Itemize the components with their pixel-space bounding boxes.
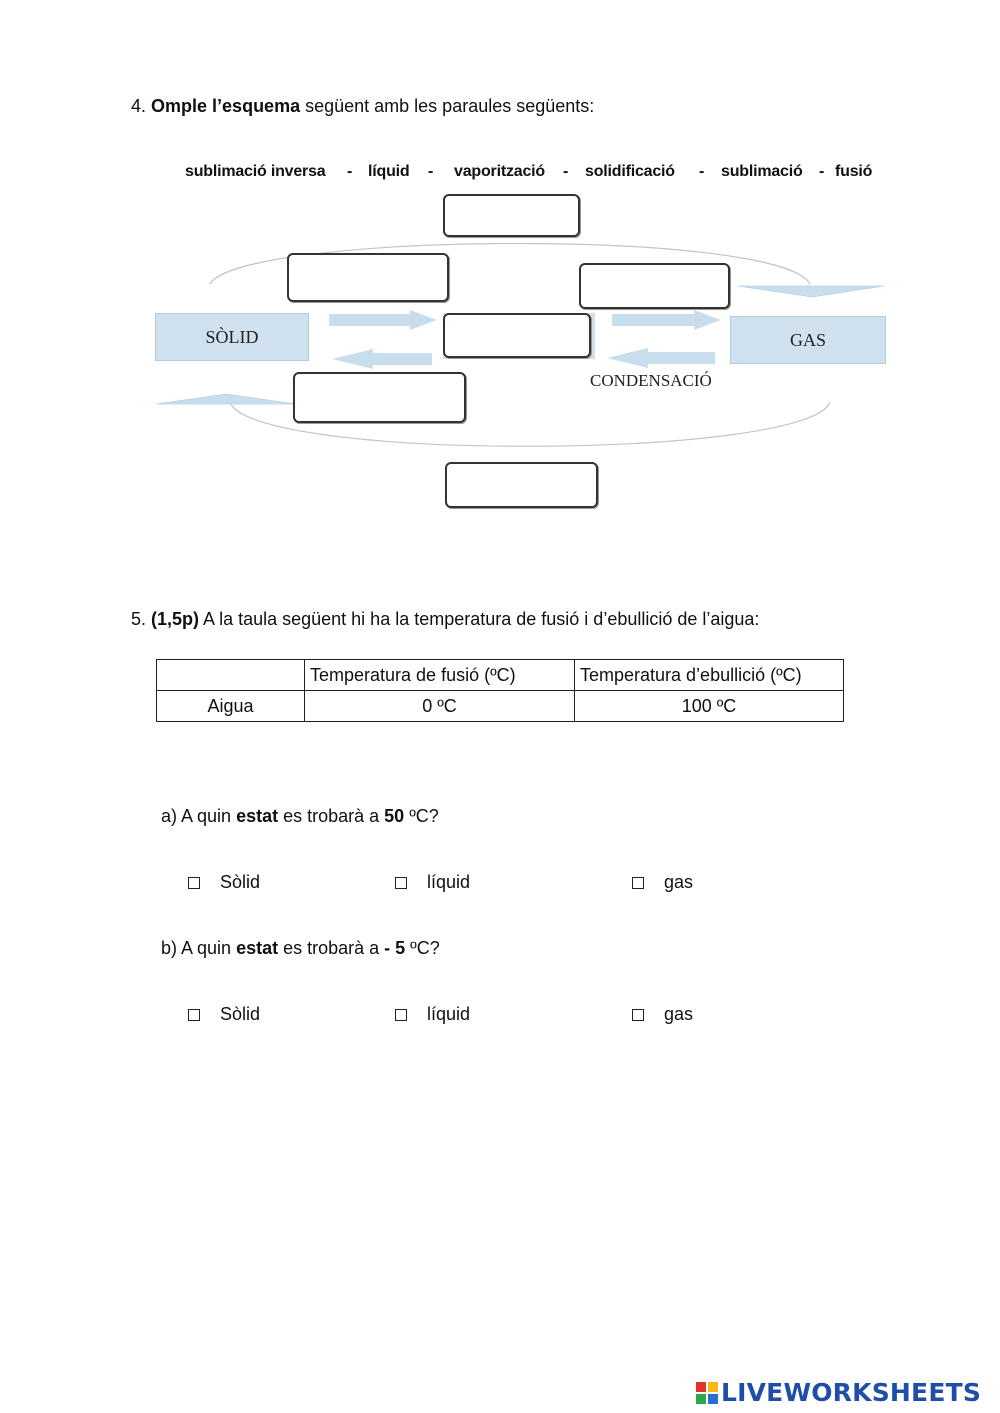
gas-state-box: GAS — [730, 316, 886, 364]
answer-box-vaporization[interactable] — [579, 263, 730, 309]
table-header-cell: Temperatura de fusió (ºC) — [304, 659, 575, 691]
subquestion-bold: estat — [236, 938, 279, 958]
answer-input[interactable] — [581, 265, 728, 307]
table-cell: Aigua — [156, 690, 305, 722]
liveworksheets-logo: LIVEWORKSHEETS — [696, 1378, 981, 1407]
option-label: líquid — [427, 872, 471, 892]
table-cell: 100 ºC — [574, 690, 844, 722]
answer-input[interactable] — [295, 374, 464, 421]
checkbox[interactable] — [395, 1008, 407, 1021]
answer-input[interactable] — [445, 196, 578, 235]
arrow-liquid-to-solid — [332, 349, 432, 369]
option-b-liquid[interactable]: líquid — [395, 1004, 470, 1025]
subquestion-text: es trobarà a — [278, 806, 385, 826]
word-bank-item: líquid — [368, 163, 410, 180]
subquestion-bold: estat — [236, 806, 279, 826]
option-a-gas[interactable]: gas — [632, 872, 693, 893]
arrowhead-bottom — [155, 393, 297, 405]
temperature-table: Temperatura de fusió (ºC) Temperatura d’… — [156, 659, 844, 722]
solid-state-box: SÒLID — [155, 313, 309, 361]
word-bank-item: sublimació inversa — [185, 163, 326, 180]
subquestion-bold: - 5 — [384, 938, 406, 958]
question-number: 4. — [131, 96, 147, 116]
word-bank-separator: - — [428, 163, 434, 180]
option-label: Sòlid — [220, 1004, 261, 1024]
answer-input[interactable] — [289, 255, 447, 300]
subquestion-b: b) A quin estat es trobarà a - 5 ºC? — [161, 938, 440, 959]
gas-state-label: GAS — [789, 329, 826, 350]
answer-box-inverse-sublimation[interactable] — [445, 462, 598, 508]
bottom-arc — [229, 401, 831, 447]
logo-icon — [696, 1381, 718, 1404]
subquestion-text: a) A quin — [161, 806, 237, 826]
answer-input[interactable] — [445, 315, 589, 356]
word-bank-separator: - — [563, 163, 569, 180]
subquestion-a: a) A quin estat es trobarà a 50 ºC? — [161, 806, 439, 827]
subquestion-bold: 50 — [384, 806, 405, 826]
option-label: gas — [664, 872, 694, 892]
word-bank: sublimació inversa - líquid - vaporitzac… — [0, 163, 1000, 185]
answer-box-fusion[interactable] — [287, 253, 449, 302]
answer-box-sublimation[interactable] — [443, 194, 580, 237]
instruction-text: A la taula següent hi ha la temperatura … — [199, 609, 760, 629]
logo-text: LIVEWORKSHEETS — [721, 1378, 982, 1407]
word-bank-item: solidificació — [585, 163, 675, 180]
checkbox[interactable] — [188, 876, 200, 889]
instruction-text: següent amb les paraules següents: — [300, 96, 595, 116]
checkbox[interactable] — [395, 876, 407, 889]
arrow-liquid-to-gas — [612, 310, 721, 330]
table-header-cell — [156, 659, 305, 691]
points-label: (1,5p) — [151, 609, 200, 629]
option-b-gas[interactable]: gas — [632, 1004, 693, 1025]
condensation-label: CONDENSACIÓ — [590, 371, 712, 390]
option-label: Sòlid — [220, 872, 261, 892]
solid-state-label: SÒLID — [205, 326, 259, 347]
arrowhead-top — [737, 285, 885, 298]
question-number: 5. — [131, 609, 147, 629]
word-bank-separator: - — [347, 163, 353, 180]
top-arc — [209, 242, 811, 285]
word-bank-separator: - — [699, 163, 705, 180]
word-bank-item: vaporització — [454, 163, 545, 180]
option-label: gas — [664, 1004, 694, 1024]
subquestion-text: ºC? — [405, 938, 440, 958]
arrow-gas-to-liquid — [607, 348, 715, 368]
option-a-liquid[interactable]: líquid — [395, 872, 470, 893]
answer-input[interactable] — [447, 464, 596, 506]
question-4-title: 4. Omple l’esquema següent amb les parau… — [131, 96, 594, 117]
instruction-bold: Omple l’esquema — [151, 96, 301, 116]
checkbox[interactable] — [188, 1008, 200, 1021]
arrow-solid-to-liquid — [329, 310, 437, 330]
checkbox[interactable] — [632, 876, 644, 889]
option-b-solid[interactable]: Sòlid — [188, 1004, 260, 1025]
table-header-row: Temperatura de fusió (ºC) Temperatura d’… — [156, 659, 844, 691]
option-label: líquid — [427, 1004, 471, 1024]
subquestion-text: b) A quin — [161, 938, 237, 958]
word-bank-separator: - — [819, 163, 825, 180]
question-5-title: 5. (1,5p) A la taula següent hi ha la te… — [131, 609, 759, 630]
checkbox[interactable] — [632, 1008, 644, 1021]
answer-box-solidification[interactable] — [293, 372, 466, 423]
table-header-cell: Temperatura d’ebullició (ºC) — [574, 659, 844, 691]
table-row: Aigua 0 ºC 100 ºC — [156, 690, 844, 722]
table-cell: 0 ºC — [304, 690, 575, 722]
subquestion-text: es trobarà a — [278, 938, 385, 958]
word-bank-item: fusió — [835, 163, 873, 180]
word-bank-item: sublimació — [721, 163, 803, 180]
subquestion-text: ºC? — [404, 806, 439, 826]
answer-box-liquid[interactable] — [443, 313, 591, 358]
option-a-solid[interactable]: Sòlid — [188, 872, 260, 893]
